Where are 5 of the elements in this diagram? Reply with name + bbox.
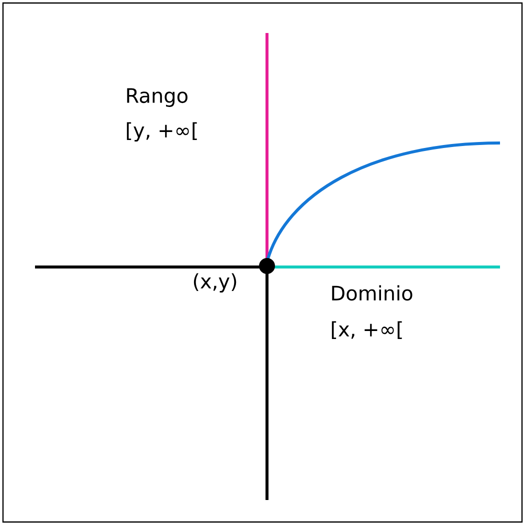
domain-interval: [x, +∞[: [332, 321, 402, 340]
domain-label: Dominio: [332, 285, 412, 301]
range-label: Rango: [127, 88, 188, 107]
point-label: (x,y): [194, 273, 236, 293]
range-interval: [y, +∞[: [126, 122, 197, 142]
